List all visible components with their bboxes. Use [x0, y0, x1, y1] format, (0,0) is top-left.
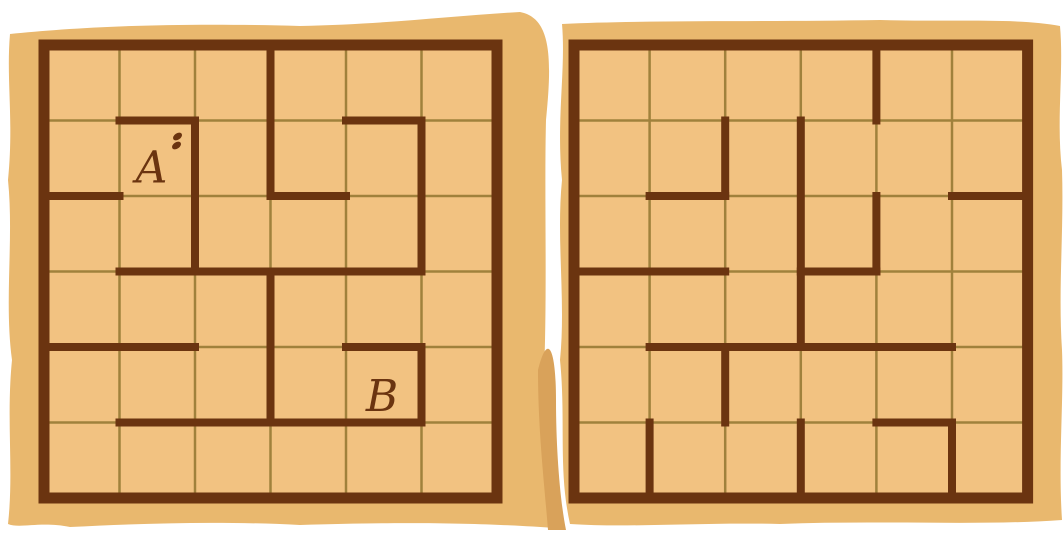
left-maze: A B [44, 45, 497, 498]
start-label-a: A [132, 143, 168, 194]
end-label-b: B [365, 371, 398, 422]
right-maze [574, 45, 1028, 498]
